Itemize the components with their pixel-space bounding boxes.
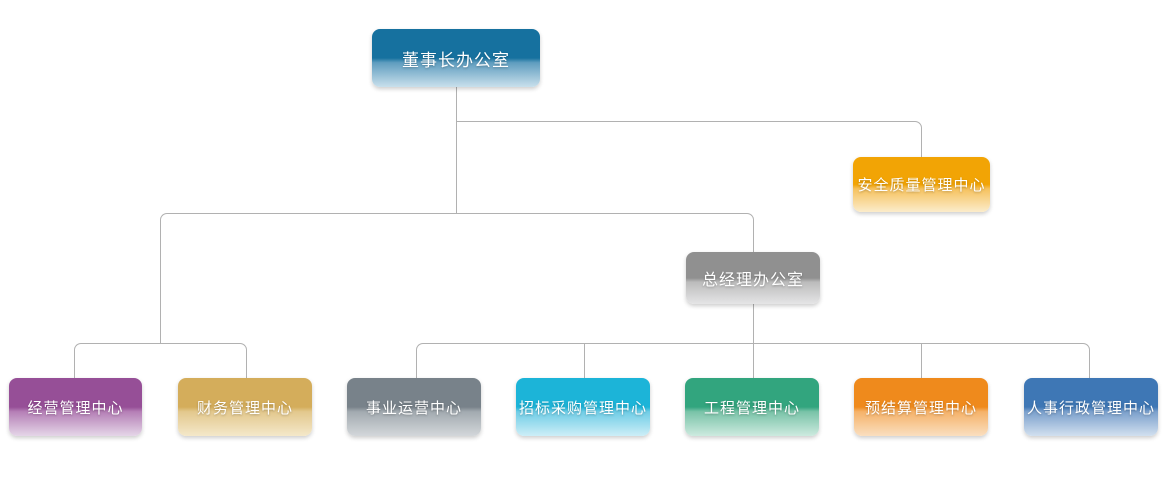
- connector-budget-drop: [921, 343, 922, 378]
- org-node-chairman-office: 董事长办公室: [372, 29, 540, 87]
- org-node-label: 经营管理中心: [27, 399, 124, 417]
- org-node-label: 预结算管理中心: [864, 399, 977, 417]
- org-node-label: 董事长办公室: [402, 50, 510, 70]
- connector-group2-right-elbow: [753, 343, 1090, 379]
- org-node-safety-quality-center: 安全质量管理中心: [853, 157, 990, 212]
- org-node-label: 财务管理中心: [196, 399, 293, 417]
- org-node-operations-center: 事业运营中心: [347, 378, 481, 436]
- connector-group1-left-elbow: [74, 343, 161, 379]
- org-node-label: 总经理办公室: [701, 272, 804, 289]
- org-node-finance-mgmt-center: 财务管理中心: [178, 378, 312, 436]
- connector-bidding-drop: [584, 343, 585, 378]
- connector-chairman-down: [456, 87, 457, 213]
- connector-group1-right-elbow: [160, 343, 247, 379]
- connector-gm-down: [753, 304, 754, 378]
- org-node-budget-settlement-center: 预结算管理中心: [854, 378, 988, 436]
- org-node-bidding-procurement-center: 招标采购管理中心: [516, 378, 650, 436]
- org-node-engineering-mgmt-center: 工程管理中心: [685, 378, 819, 436]
- org-node-general-manager-office: 总经理办公室: [686, 252, 820, 304]
- org-node-label: 安全质量管理中心: [857, 177, 986, 194]
- org-node-label: 工程管理中心: [703, 399, 800, 417]
- connector-level2-right-elbow: [456, 213, 754, 253]
- connector-level2-left-elbow: [160, 213, 457, 344]
- org-node-label: 事业运营中心: [365, 399, 462, 417]
- org-node-hr-admin-center: 人事行政管理中心: [1024, 378, 1158, 436]
- org-node-label: 人事行政管理中心: [1026, 399, 1155, 417]
- connector-group2-left-elbow: [416, 343, 754, 379]
- org-node-label: 招标采购管理中心: [518, 399, 647, 417]
- connector-to-safety-center: [456, 121, 922, 158]
- org-node-business-mgmt-center: 经营管理中心: [9, 378, 142, 436]
